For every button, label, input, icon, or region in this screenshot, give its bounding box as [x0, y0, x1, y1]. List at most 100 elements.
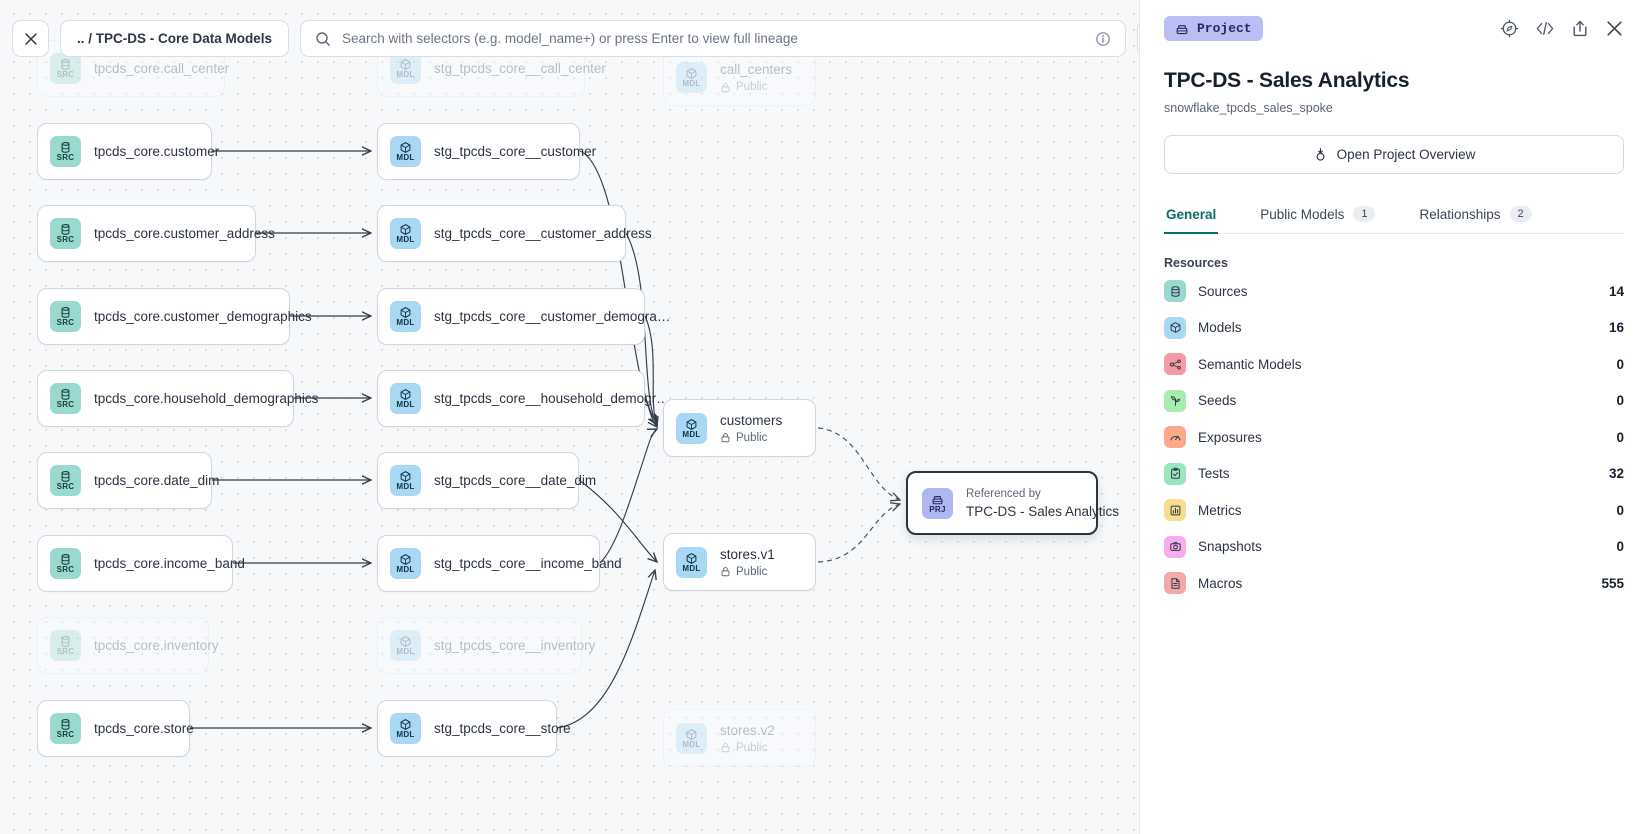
src-badge-icon: SRC	[50, 465, 81, 496]
resource-name: Metrics	[1198, 503, 1604, 518]
tab-public-models[interactable]: Public Models1	[1258, 200, 1377, 234]
resource-name: Tests	[1198, 466, 1597, 481]
resource-row-semantic-models[interactable]: Semantic Models 0	[1164, 349, 1624, 380]
resource-name: Exposures	[1198, 430, 1604, 445]
camera-icon	[1164, 536, 1186, 558]
resource-row-exposures[interactable]: Exposures 0	[1164, 422, 1624, 453]
tab-count-badge: 2	[1510, 206, 1532, 222]
resource-row-sources[interactable]: Sources14	[1164, 276, 1624, 307]
breadcrumb[interactable]: .. / TPC-DS - Core Data Models	[60, 20, 289, 57]
lineage-node-mdl_stg_income_band[interactable]: MDL stg_tpcds_core__income_band	[377, 535, 600, 592]
mdl-badge-icon: MDL	[390, 301, 421, 332]
resource-name: Seeds	[1198, 393, 1604, 408]
node-title: stg_tpcds_core__household_demogr…	[434, 390, 626, 407]
document-icon	[1164, 572, 1186, 594]
open-project-overview-button[interactable]: Open Project Overview	[1164, 135, 1624, 174]
lineage-node-src_date_dim[interactable]: SRCtpcds_core.date_dim	[37, 452, 212, 509]
resource-row-seeds[interactable]: Seeds0	[1164, 386, 1624, 417]
src-badge-icon: SRC	[50, 136, 81, 167]
lineage-node-mdl_customers[interactable]: MDLcustomersPublic	[663, 399, 816, 457]
info-icon[interactable]	[1095, 31, 1111, 47]
share-icon[interactable]	[1571, 19, 1589, 38]
src-badge-icon: SRC	[50, 713, 81, 744]
mdl-badge-icon: MDL	[390, 548, 421, 579]
close-lineage-button[interactable]	[12, 20, 49, 57]
resource-row-macros[interactable]: Macros555	[1164, 568, 1624, 599]
resource-name: Sources	[1198, 284, 1597, 299]
mdl-badge-icon: MDL	[390, 53, 421, 84]
lineage-node-mdl_stg_date_dim[interactable]: MDLstg_tpcds_core__date_dim	[377, 452, 579, 509]
lineage-node-src_customer[interactable]: SRC tpcds_core.customer	[37, 123, 212, 180]
database-icon	[1164, 280, 1186, 302]
lineage-node-mdl_stg_customer[interactable]: MDLstg_tpcds_core__customer	[377, 123, 580, 180]
node-title: stores.v1	[720, 546, 775, 563]
lineage-node-mdl_stores_v1[interactable]: MDLstores.v1Public	[663, 533, 816, 591]
lineage-node-src_household_demo[interactable]: SRCtpcds_core.household_demographics	[37, 370, 294, 427]
canvas-toolbar: .. / TPC-DS - Core Data Models Search wi…	[12, 20, 1139, 57]
tab-label: General	[1166, 207, 1216, 222]
tab-label: Relationships	[1419, 207, 1500, 222]
tab-general[interactable]: General	[1164, 200, 1218, 234]
lock-icon	[720, 566, 731, 577]
kind-chip-label: Project	[1197, 21, 1252, 36]
lineage-node-mdl_stg_customer_demo[interactable]: MDL stg_tpcds_core__customer_demogra…	[377, 288, 645, 345]
node-title: tpcds_core.call_center	[94, 60, 206, 77]
node-title: stg_tpcds_core__income_band	[434, 555, 581, 572]
lineage-node-src_income_band[interactable]: SRCtpcds_core.income_band	[37, 535, 233, 592]
overview-icon	[1313, 147, 1328, 162]
bars-icon	[1164, 499, 1186, 521]
lineage-node-mdl_call_centers[interactable]: MDLcall_centersPublic	[663, 49, 816, 106]
node-title: stg_tpcds_core__customer_demogra…	[434, 308, 626, 325]
clipboard-icon	[1164, 463, 1186, 485]
lineage-node-src_customer_demo[interactable]: SRCtpcds_core.customer_demographics	[37, 288, 290, 345]
resource-count: 16	[1609, 320, 1624, 335]
resource-count: 555	[1601, 576, 1624, 591]
panel-action-icons	[1500, 19, 1624, 38]
resource-row-tests[interactable]: Tests32	[1164, 459, 1624, 490]
src-badge-icon: SRC	[50, 630, 81, 661]
resource-row-snapshots[interactable]: Snapshots0	[1164, 532, 1624, 563]
lineage-node-mdl_stg_customer_addr[interactable]: MDLstg_tpcds_core__customer_address	[377, 205, 626, 262]
close-icon[interactable]	[1605, 19, 1624, 38]
resource-row-metrics[interactable]: Metrics 0	[1164, 495, 1624, 526]
search-icon	[315, 31, 331, 47]
lineage-node-src_inventory[interactable]: SRCtpcds_core.inventory	[37, 617, 209, 674]
resource-count: 0	[1616, 430, 1624, 445]
resources-list: Sources14Models16Semantic Models0Seeds0E…	[1164, 276, 1624, 599]
lineage-node-src_customer_addr[interactable]: SRCtpcds_core.customer_address	[37, 205, 256, 262]
node-title: tpcds_core.customer_address	[94, 225, 237, 242]
resource-name: Semantic Models	[1198, 357, 1604, 372]
node-title: stg_tpcds_core__call_center	[434, 60, 566, 77]
tab-relationships[interactable]: Relationships 2	[1417, 200, 1533, 234]
lineage-node-src_store[interactable]: SRCtpcds_core.store	[37, 700, 190, 757]
refresh-button[interactable]	[1137, 20, 1139, 57]
lineage-node-mdl_stores_v2[interactable]: MDLstores.v2Public	[663, 709, 816, 767]
mdl-badge-icon: MDL	[390, 713, 421, 744]
code-icon[interactable]	[1535, 20, 1555, 37]
lock-icon	[720, 432, 731, 443]
resource-count: 0	[1616, 357, 1624, 372]
resource-count: 0	[1616, 503, 1624, 518]
resource-row-models[interactable]: Models16	[1164, 313, 1624, 344]
node-title: tpcds_core.customer	[94, 143, 193, 160]
src-badge-icon: SRC	[50, 53, 81, 84]
compass-icon[interactable]	[1500, 19, 1519, 38]
lineage-node-prj_referenced_by[interactable]: PRJReferenced byTPC-DS - Sales Analytics	[906, 471, 1098, 535]
node-title: stg_tpcds_core__store	[434, 720, 538, 737]
node-title: stg_tpcds_core__customer	[434, 143, 561, 160]
lineage-canvas[interactable]: .. / TPC-DS - Core Data Models Search wi…	[0, 0, 1139, 834]
lineage-node-mdl_stg_household_demo[interactable]: MDL stg_tpcds_core__household_demogr…	[377, 370, 645, 427]
referenced-by-project: TPC-DS - Sales Analytics	[966, 503, 1078, 520]
nodes-icon	[1164, 353, 1186, 375]
mdl-badge-icon: MDL	[390, 383, 421, 414]
node-title: stores.v2	[720, 722, 775, 739]
lineage-node-mdl_stg_store[interactable]: MDL stg_tpcds_core__store	[377, 700, 557, 757]
tab-label: Public Models	[1260, 207, 1344, 222]
node-visibility: Public	[720, 431, 782, 445]
search-input[interactable]: Search with selectors (e.g. model_name+)…	[300, 20, 1126, 57]
lineage-node-mdl_stg_inventory[interactable]: MDLstg_tpcds_core__inventory	[377, 617, 582, 674]
src-badge-icon: SRC	[50, 383, 81, 414]
mdl-badge-icon: MDL	[676, 62, 707, 93]
cube-icon	[1164, 317, 1186, 339]
sprout-icon	[1164, 390, 1186, 412]
